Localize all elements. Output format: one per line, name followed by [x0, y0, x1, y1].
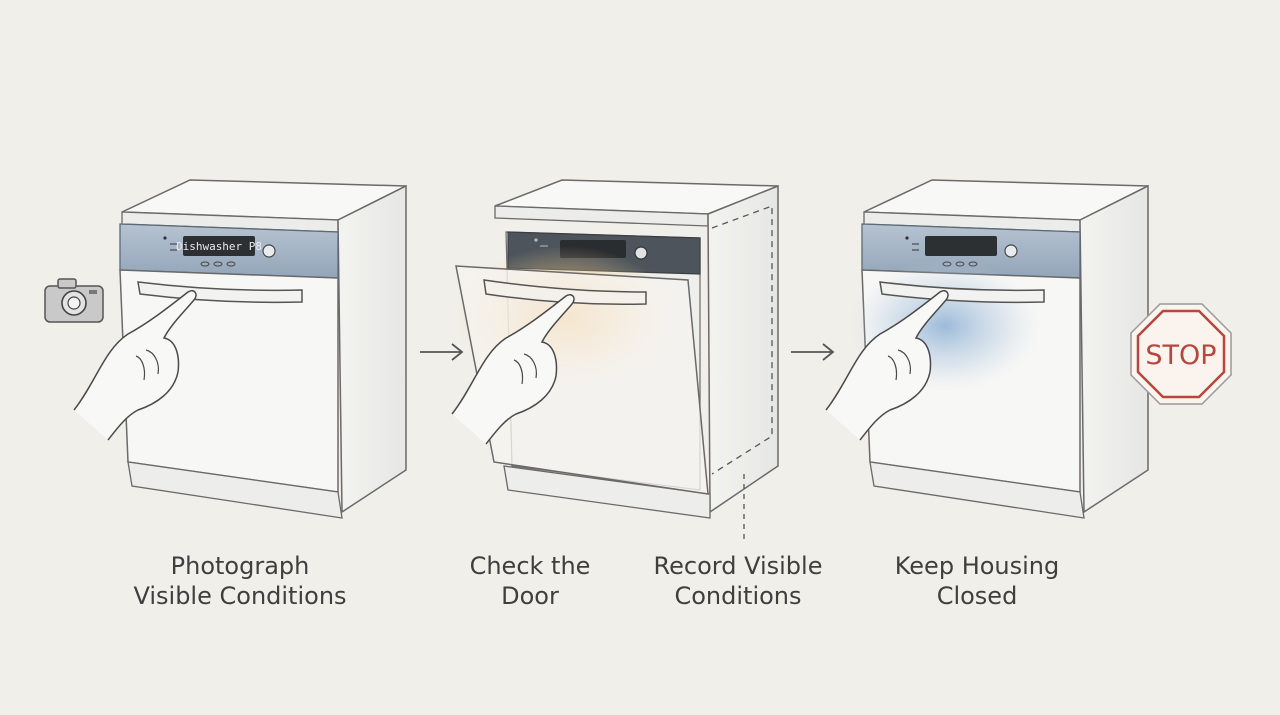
display-label: Dishwasher P8 [176, 240, 262, 253]
caption-line-2: Door [501, 582, 559, 610]
step-caption-record: Record Visible Conditions [654, 551, 823, 611]
camera-icon [44, 278, 104, 323]
caption-line-2: Visible Conditions [133, 582, 347, 610]
dishwasher-3 [825, 179, 1149, 519]
pointing-hand [73, 289, 197, 441]
dishwasher-2 [451, 179, 779, 540]
caption-line-2: Closed [936, 582, 1018, 610]
pointing-hand [451, 293, 575, 445]
caption-line-1: Record Visible [653, 552, 823, 580]
housing-outline [711, 205, 773, 475]
step-caption-photograph: Photograph Visible Conditions [133, 551, 346, 611]
display-screen [183, 236, 255, 256]
right-arrow-icon [420, 343, 464, 361]
door-handle [483, 279, 647, 306]
dishwasher-1: Dishwasher P8 [73, 179, 407, 519]
stop-sign-label: STOP [1145, 340, 1216, 371]
caption-line-1: Check the [469, 552, 591, 580]
step-caption-keep-closed: Keep Housing Closed [895, 551, 1060, 611]
control-knob [262, 244, 276, 258]
stop-sign-icon: STOP [1130, 303, 1232, 405]
caption-line-1: Photograph [170, 552, 310, 580]
pointing-hand [825, 289, 949, 441]
caption-line-2: Conditions [674, 582, 802, 610]
step-caption-check-door: Check the Door [470, 551, 591, 611]
right-arrow-icon [791, 343, 835, 361]
door-handle [879, 281, 1045, 304]
caption-line-1: Keep Housing [894, 552, 1060, 580]
